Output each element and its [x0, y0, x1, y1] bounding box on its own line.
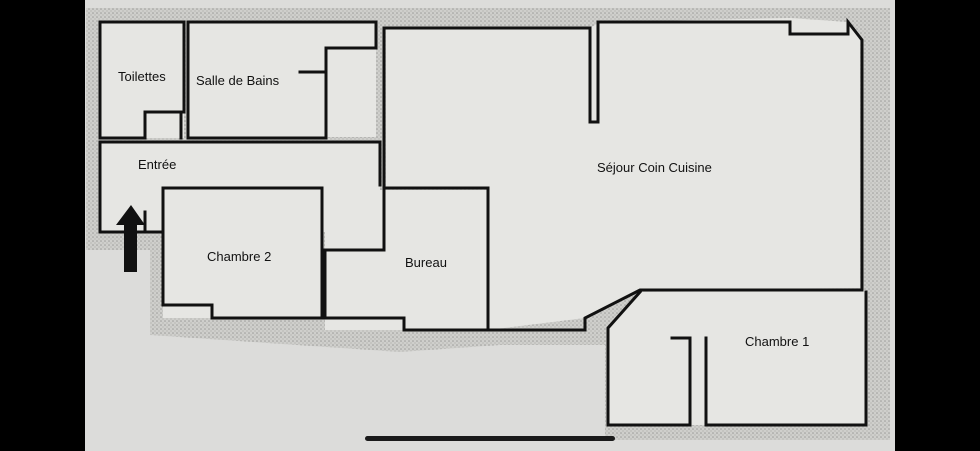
wall-toilettes: [98, 20, 186, 140]
wall-bureau: [323, 186, 490, 332]
room-floor-bureau: [325, 190, 488, 330]
label-chambre-2: Chambre 2: [207, 249, 271, 264]
wall-sejour: [382, 17, 864, 292]
room-floor-salle-de-bains: [188, 22, 376, 137]
label-entree: Entrée: [138, 157, 176, 172]
room-floor-chambre-1: [608, 290, 866, 425]
room-floor-chambre-2: [163, 188, 323, 318]
entrance-arrow-icon: [116, 205, 145, 272]
room-floor-toilettes: [100, 22, 184, 138]
label-chambre-1: Chambre 1: [745, 334, 809, 349]
home-indicator[interactable]: [365, 436, 615, 441]
wall-salle-de-bains: [186, 20, 378, 140]
wall-chambre-2: [161, 186, 324, 320]
label-bureau: Bureau: [405, 255, 447, 270]
wall-chambre-1: [606, 289, 692, 427]
wall-entree: [98, 140, 382, 187]
room-floor-sejour: [386, 18, 860, 330]
wall-entree-left: [98, 140, 147, 234]
wall-chambre-1-right: [704, 290, 868, 427]
label-sejour: Séjour Coin Cuisine: [597, 160, 712, 175]
wall-sejour-bottom: [486, 288, 864, 332]
label-toilettes: Toilettes: [118, 69, 166, 84]
label-salle-de-bains: Salle de Bains: [196, 73, 280, 88]
